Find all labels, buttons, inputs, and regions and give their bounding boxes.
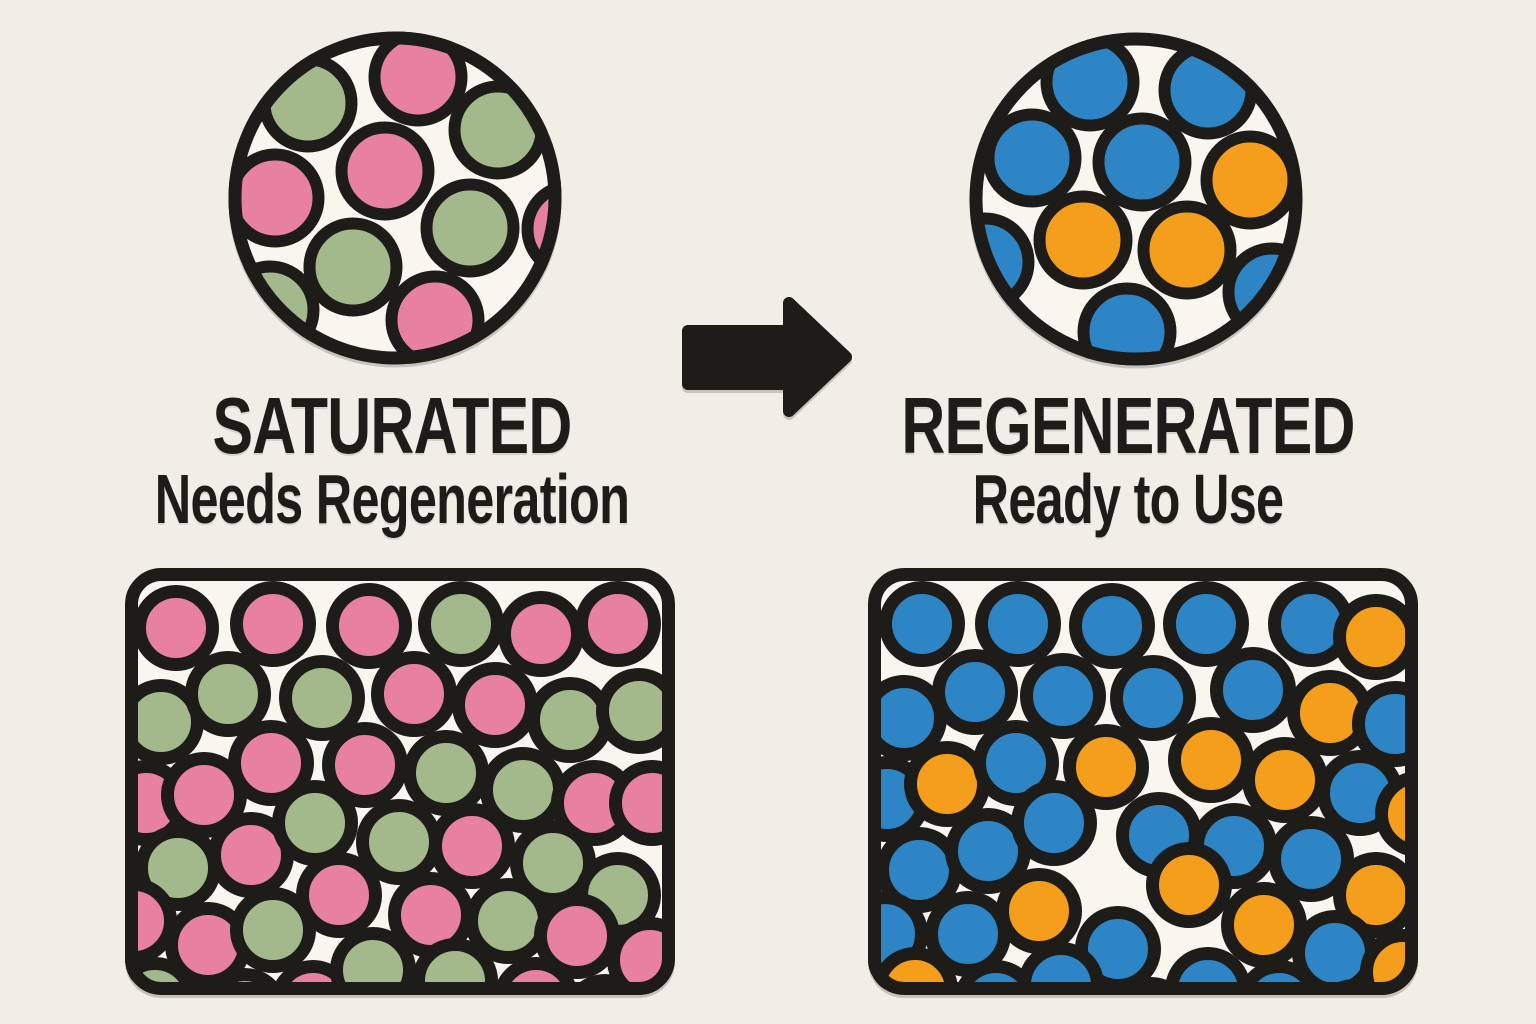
saturated-subtitle: Needs Regeneration [154, 460, 630, 538]
saturated-resin-circle [222, 25, 568, 371]
regenerated-subtitle: Ready to Use [972, 460, 1284, 538]
arrow-right-icon [682, 297, 852, 417]
regenerated-bed-graphic [868, 568, 1418, 995]
saturated-resin-bed [117, 560, 683, 1003]
regenerated-circle-graphic [969, 32, 1303, 366]
regenerated-title: REGENERATED [901, 381, 1355, 470]
saturated-circle-graphic [228, 31, 562, 365]
saturated-bed-graphic [125, 568, 675, 995]
arrow-right-shape [682, 297, 852, 417]
regenerated-resin-bed [860, 560, 1426, 1003]
regenerated-resin-circle [963, 26, 1309, 372]
saturated-title: SATURATED [212, 381, 572, 470]
transition-arrow [675, 288, 865, 428]
